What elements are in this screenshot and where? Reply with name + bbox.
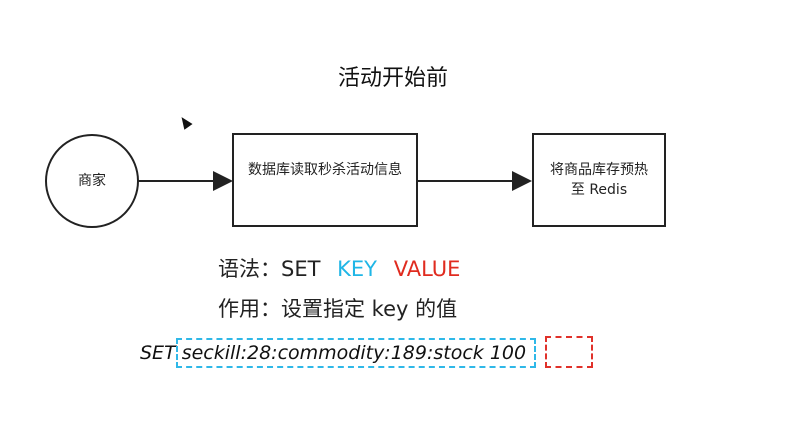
preheat-node [532, 133, 666, 227]
read-db-node-label: 数据库读取秒杀活动信息 [248, 162, 402, 178]
key-highlight-box [176, 338, 536, 368]
syntax-value: VALUE [393, 257, 461, 281]
merchant-node-label: 商家 [78, 173, 106, 189]
syntax-label: 语法：SET [218, 257, 321, 281]
value-highlight-box [545, 336, 593, 368]
read-db-node [232, 133, 418, 227]
syntax-key: KEY [337, 257, 377, 281]
purpose-line: 作用：设置指定 key 的值 [218, 297, 458, 321]
preheat-node-label: 将商品库存预热至 Redis [550, 162, 648, 198]
slide-title: 活动开始前 [337, 66, 448, 91]
example-command: SET seckill:28:commodity:189:stock 100 [140, 342, 527, 364]
syntax-line: 语法：SET KEY VALUE [218, 253, 460, 283]
